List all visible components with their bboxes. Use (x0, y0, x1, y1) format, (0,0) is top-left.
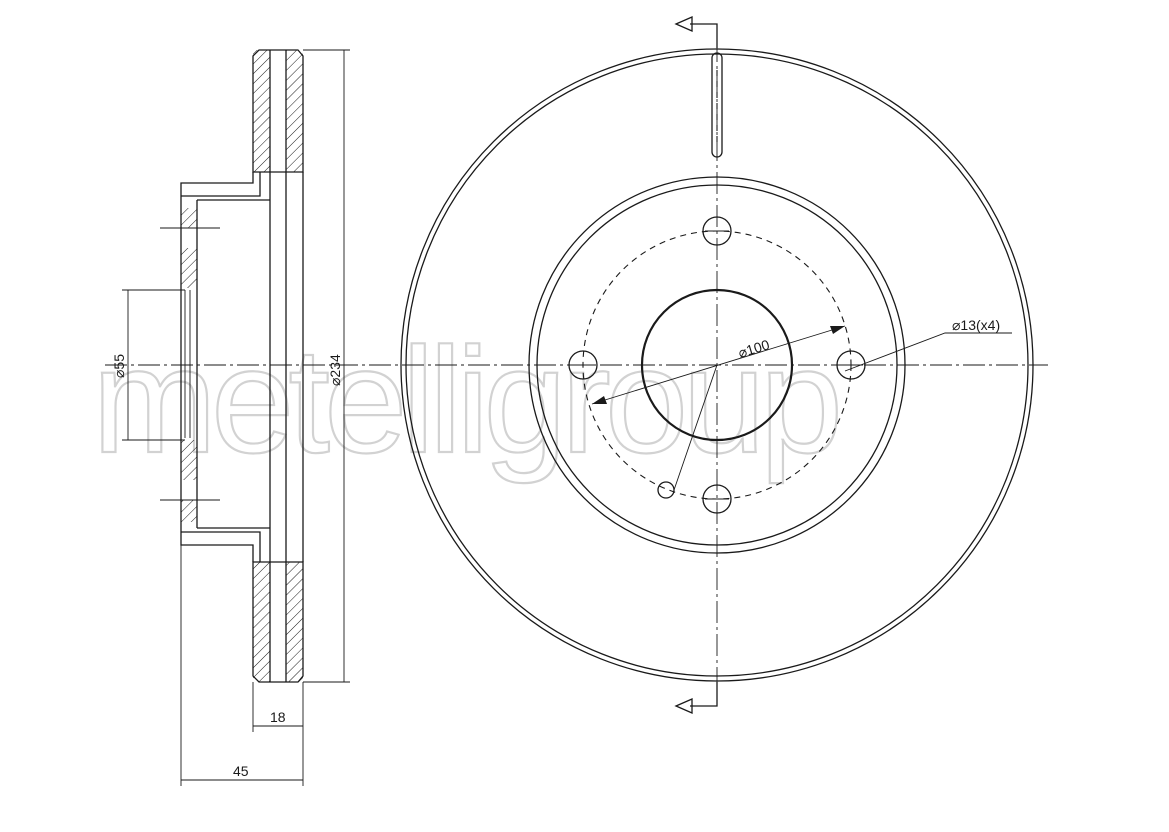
section-view (160, 49, 304, 683)
section-arrow-top-head (674, 16, 693, 32)
locating-hole (657, 481, 675, 499)
lower-vent-lines (269, 562, 287, 682)
hat-hatch-3 (181, 440, 197, 480)
hat-hatch-4 (181, 500, 197, 522)
bolt-hole-left (568, 350, 598, 380)
thickness-label: 18 (270, 709, 286, 725)
lower-inner-plate (286, 562, 303, 682)
outer-diameter-label: ⌀234 (327, 354, 343, 386)
height-label: 45 (233, 763, 249, 779)
bolt-hole-leader (844, 332, 1012, 372)
watermark-logo: metelligroup (92, 316, 838, 484)
section-arrow-bottom (690, 682, 718, 707)
section-arrow-bottom-head (674, 698, 693, 714)
hat-outer-profile (180, 172, 254, 562)
bolt-circle-dimension-line (591, 325, 846, 405)
section-arrow-top (690, 23, 718, 48)
hat-hatch-2 (181, 248, 197, 288)
bore-edges (184, 290, 191, 438)
hat-hatch-1 (181, 208, 197, 228)
bolt-hole-right (836, 350, 866, 380)
upper-vent-lines (269, 50, 287, 172)
hub-bore-label: ⌀55 (111, 354, 127, 378)
section-slot (711, 52, 723, 158)
upper-outer-plate (253, 50, 270, 172)
disc-inner-faces (269, 172, 304, 562)
locating-hole-leader (673, 364, 718, 491)
lower-outer-plate (253, 562, 270, 682)
section-dimensions: ⌀55 ⌀234 18 45 (111, 49, 350, 786)
bolt-holes-label: ⌀13(x4) (952, 317, 1000, 333)
hat-bore-wall (196, 199, 270, 529)
hat-inner-profile (181, 172, 261, 562)
upper-inner-plate (286, 50, 303, 172)
